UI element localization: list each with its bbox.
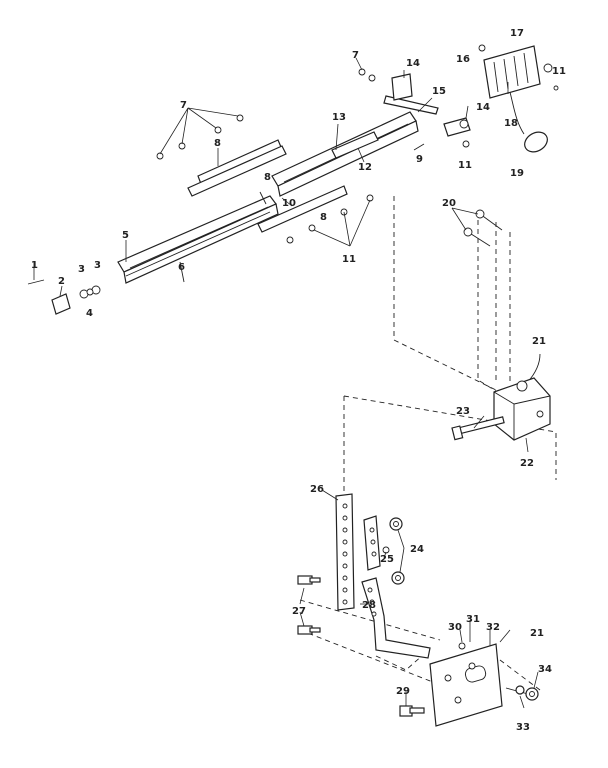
callout-30: 30: [448, 622, 462, 633]
callout-14a: 14: [406, 58, 420, 69]
leader-lines: [33, 57, 539, 709]
callout-1a: 1: [31, 260, 38, 271]
callout-19: 19: [510, 168, 524, 179]
callout-9: 9: [416, 154, 423, 165]
callout-7a: 7: [180, 100, 187, 111]
callout-8c: 8: [320, 212, 327, 223]
callout-24: 24: [410, 544, 424, 555]
door-bracket-plate: [429, 643, 503, 727]
callout-27: 27: [292, 606, 306, 617]
callout-3a: 3: [78, 264, 85, 275]
callout-15: 15: [432, 86, 446, 97]
callout-34: 34: [538, 664, 552, 675]
callout-12: 12: [358, 162, 372, 173]
callout-8a: 8: [214, 138, 221, 149]
screws-11-group: [286, 85, 559, 244]
callout-5: 5: [122, 230, 129, 241]
callout-16: 16: [456, 54, 470, 65]
callout-23: 23: [456, 406, 470, 417]
callout-4: 4: [86, 308, 93, 319]
bent-strap-28: [361, 577, 431, 659]
header-bracket: [383, 95, 439, 115]
callout-32: 32: [486, 622, 500, 633]
rail-angle-front: [187, 145, 287, 197]
strap-holes: [342, 503, 348, 605]
nut-30: [458, 642, 466, 650]
callout-18: 18: [504, 118, 518, 129]
callout-11b: 11: [458, 160, 472, 171]
assembly-guides: [299, 196, 557, 691]
callout-7b: 7: [352, 50, 359, 61]
callout-28: 28: [362, 600, 376, 611]
callout-11a: 11: [342, 254, 356, 265]
screws-7-group: [156, 68, 376, 160]
callout-2: 2: [58, 276, 65, 287]
callout-26: 26: [310, 484, 324, 495]
front-rail-section: [117, 195, 277, 273]
callout-13: 13: [332, 112, 346, 123]
callout-3b: 3: [94, 260, 101, 271]
callout-29: 29: [396, 686, 410, 697]
rear-rail-flange: [277, 120, 419, 197]
callout-11c: 11: [552, 66, 566, 77]
release-cord: [509, 91, 525, 135]
callout-14b: 14: [476, 102, 490, 113]
callout-10: 10: [282, 198, 296, 209]
callout-22: 22: [520, 458, 534, 469]
callout-labels: 1 2 3 3 4 5 6 7 7 8 8 8 9 10 11 11 11 12…: [31, 28, 566, 733]
callout-17: 17: [510, 28, 524, 39]
screw-16: [478, 44, 486, 52]
lower-mount: [297, 209, 551, 727]
callout-25: 25: [380, 554, 394, 565]
callout-33: 33: [516, 722, 530, 733]
callout-21a: 21: [532, 336, 546, 347]
rail-angle-lower: [257, 185, 348, 233]
clip-33: [515, 685, 525, 695]
callout-6: 6: [178, 262, 185, 273]
bracket-14-left: [391, 73, 413, 101]
callout-20: 20: [442, 198, 456, 209]
head-bracket-17: [483, 45, 541, 99]
callout-31: 31: [466, 614, 480, 625]
pulley-2: [51, 293, 71, 315]
trolley: [331, 131, 379, 159]
callout-21b: 21: [530, 628, 544, 639]
head-assembly: [478, 44, 553, 153]
front-rail-flange: [123, 203, 279, 284]
release-handle: [524, 131, 548, 153]
washer-4: [86, 288, 94, 296]
callout-8b: 8: [264, 172, 271, 183]
